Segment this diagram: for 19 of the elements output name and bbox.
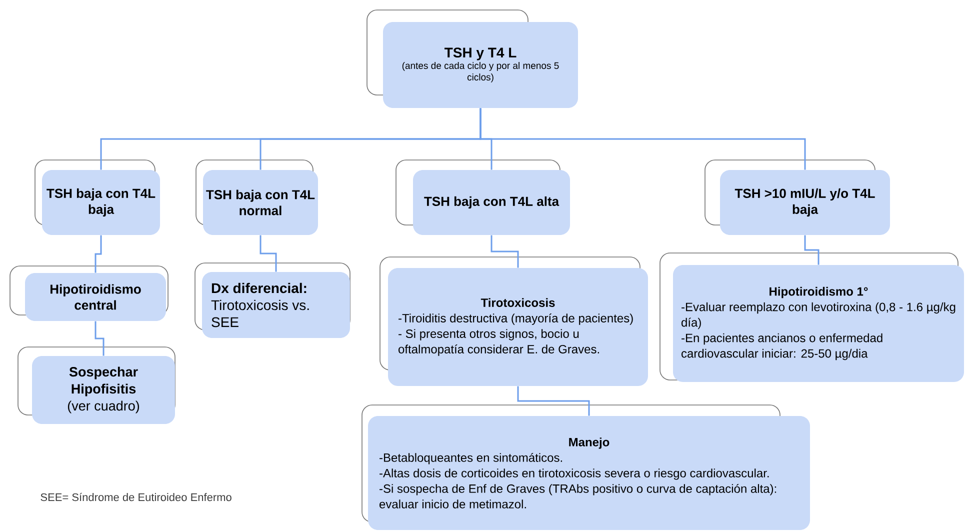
connector-line	[517, 386, 590, 416]
process-box: Manejo -Betabloqueantes en sintomáticos. -Altas dosis de corticoides en tirotoxicosis severa o riesgo cardiovascular. -Si sospecha de Enf de Graves (TRAbs positivo o curva de captación alta): evaluar inicio de metimazol.	[362, 404, 810, 530]
connector-line	[804, 235, 820, 265]
process-box: Hipotiroidismo 1° -Evaluar reemplazo con levotiroxina (0,8 - 1.6 µg/kg día) -En pacientes ancianos o enfermedad cardiovascular iniciar: 25-50 µg/dia	[660, 252, 964, 382]
note-text: SEE= Síndrome de Eutiroideo Enfermo	[40, 492, 232, 502]
process-box: TSH baja con T4L alta	[396, 160, 570, 235]
process-box: TSH y T4 L (antes de cada ciclo y por al menos 5 ciclos)	[366, 10, 578, 108]
process-box: Dx diferencial: Tirotoxicosis vs. SEE	[194, 262, 350, 338]
connector-line	[490, 235, 519, 268]
process-box: Tirotoxicosis -Tiroiditis destructiva (mayoría de pacientes) - Si presenta otros signos, bocio u oftalmopatía considerar E. de Graves.	[380, 256, 648, 386]
process-box: TSH baja con T4L baja	[34, 160, 160, 235]
process-box: Hipotiroidismo central	[10, 266, 168, 321]
connector-line	[94, 321, 104, 356]
connector-line	[260, 235, 277, 272]
connector-line	[480, 108, 806, 170]
connector-line	[94, 235, 102, 273]
process-box: Sospechar Hipofisitis (ver cuadro)	[18, 346, 176, 424]
process-box: TSH baja con T4L normal	[196, 160, 318, 235]
process-box: TSH >10 mIU/L y/o T4L baja	[704, 160, 890, 235]
